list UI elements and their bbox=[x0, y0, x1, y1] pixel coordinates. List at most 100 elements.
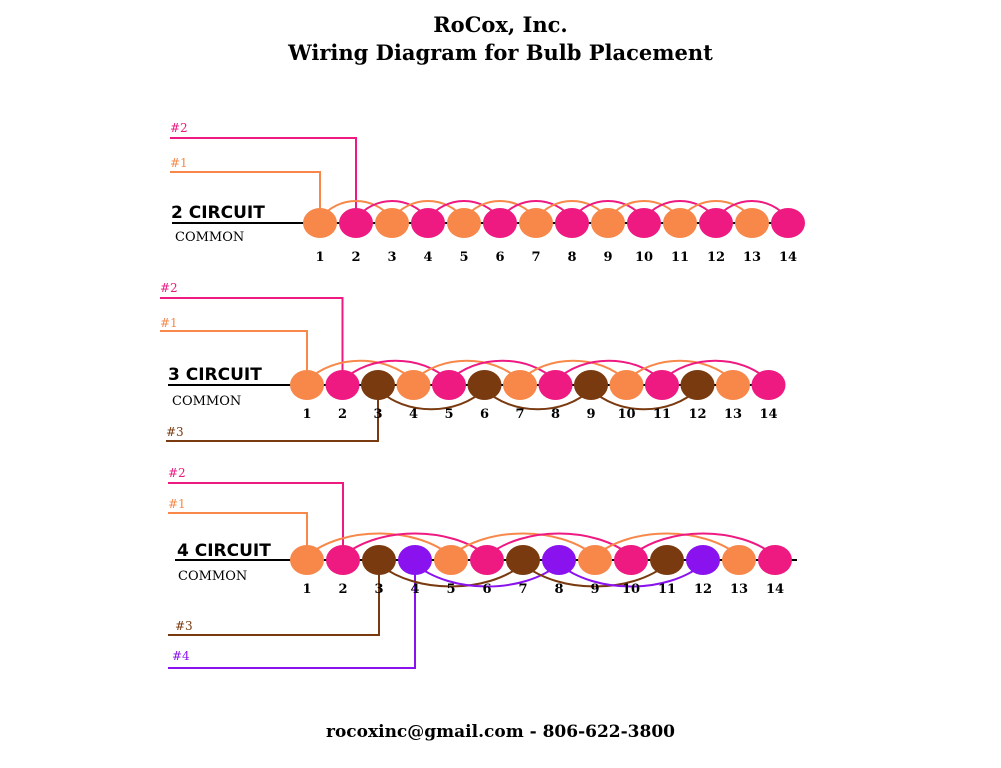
bulb-number-10: 10 bbox=[635, 250, 653, 265]
bulb-number-12: 12 bbox=[707, 250, 725, 265]
wire-arc-circuit-1 bbox=[306, 532, 452, 557]
wire-feed-1 bbox=[160, 330, 308, 385]
bulb-number-11: 11 bbox=[658, 582, 676, 597]
bulb-9 bbox=[591, 208, 625, 238]
bulb-number-9: 9 bbox=[603, 250, 612, 265]
common-label: COMMON bbox=[172, 394, 241, 409]
bulb-14 bbox=[758, 545, 792, 575]
bulb-number-7: 7 bbox=[518, 582, 527, 597]
circuit-label: 3 CIRCUIT bbox=[168, 365, 262, 385]
bulb-8 bbox=[538, 370, 573, 400]
wire-arc-circuit-3 bbox=[378, 563, 524, 588]
wire-feed-1 bbox=[170, 171, 321, 223]
bulb-3 bbox=[361, 370, 395, 400]
bulb-number-2: 2 bbox=[351, 250, 360, 265]
bulb-13 bbox=[716, 370, 750, 400]
wire-label-3: #3 bbox=[166, 425, 184, 439]
bulb-number-7: 7 bbox=[515, 407, 524, 422]
bulb-13 bbox=[735, 208, 769, 238]
bulb-number-14: 14 bbox=[759, 407, 777, 422]
wire-feed-2 bbox=[160, 297, 344, 385]
bulb-number-12: 12 bbox=[688, 407, 706, 422]
wire-arc-circuit-2 bbox=[342, 532, 488, 557]
wire-arc-circuit-2 bbox=[661, 359, 770, 382]
bulb-4 bbox=[396, 370, 431, 400]
bulb-4 bbox=[398, 545, 432, 575]
wire-label-3: #3 bbox=[175, 619, 193, 633]
bulb-6 bbox=[467, 370, 502, 400]
bulb-number-1: 1 bbox=[302, 407, 311, 422]
bulb-5 bbox=[447, 208, 481, 238]
bulb-5 bbox=[432, 370, 466, 400]
bulb-number-5: 5 bbox=[459, 250, 468, 265]
wire-label-2: #2 bbox=[170, 121, 188, 135]
wire-arc-circuit-3 bbox=[483, 388, 592, 411]
wire-label-1: #1 bbox=[168, 497, 186, 511]
wire-arc-circuit-1 bbox=[450, 532, 596, 557]
wire-arc-circuit-1 bbox=[519, 359, 628, 382]
bulb-number-8: 8 bbox=[554, 582, 563, 597]
bulb-8 bbox=[542, 545, 576, 575]
bulb-6 bbox=[470, 545, 504, 575]
bulb-14 bbox=[751, 370, 786, 400]
wire-arc-circuit-4 bbox=[558, 563, 704, 588]
wire-arc-circuit-3 bbox=[590, 388, 699, 411]
wire-feed-1 bbox=[168, 512, 308, 560]
bulb-number-10: 10 bbox=[622, 582, 640, 597]
bulb-number-5: 5 bbox=[444, 407, 453, 422]
wire-arc-circuit-1 bbox=[306, 359, 415, 382]
bulb-number-9: 9 bbox=[586, 407, 595, 422]
bulb-8 bbox=[555, 208, 589, 238]
bulb-10 bbox=[614, 545, 648, 575]
contact-phone: 806-622-3800 bbox=[542, 722, 675, 742]
bulb-14 bbox=[771, 208, 805, 238]
wire-arc-circuit-2 bbox=[448, 359, 557, 382]
bulb-9 bbox=[574, 370, 608, 400]
bulb-number-6: 6 bbox=[480, 407, 489, 422]
bulb-5 bbox=[434, 545, 468, 575]
bulb-number-2: 2 bbox=[338, 582, 347, 597]
common-label: COMMON bbox=[178, 569, 247, 584]
wire-arc-circuit-3 bbox=[377, 388, 486, 411]
wire-label-1: #1 bbox=[160, 316, 178, 330]
wire-feed-3 bbox=[166, 385, 379, 442]
wire-arc-circuit-2 bbox=[554, 359, 663, 382]
bulb-number-3: 3 bbox=[374, 582, 383, 597]
bulb-3 bbox=[362, 545, 396, 575]
bulb-12 bbox=[686, 545, 720, 575]
bulb-7 bbox=[519, 208, 553, 238]
bulb-number-4: 4 bbox=[410, 582, 419, 597]
bulb-number-11: 11 bbox=[653, 407, 671, 422]
bulb-number-13: 13 bbox=[730, 582, 748, 597]
bulb-9 bbox=[578, 545, 612, 575]
bulb-7 bbox=[503, 370, 537, 400]
bulb-11 bbox=[663, 208, 697, 238]
circuit-label: 4 CIRCUIT bbox=[177, 541, 271, 561]
wire-label-2: #2 bbox=[160, 281, 178, 295]
bulb-2 bbox=[325, 370, 360, 400]
bulb-number-1: 1 bbox=[315, 250, 324, 265]
bulb-number-6: 6 bbox=[495, 250, 504, 265]
company-name: RoCox, Inc. bbox=[433, 12, 568, 37]
bulb-number-8: 8 bbox=[567, 250, 576, 265]
common-label: COMMON bbox=[175, 230, 244, 245]
bulb-10 bbox=[627, 208, 661, 238]
wire-label-4: #4 bbox=[172, 649, 190, 663]
wire-arc-circuit-1 bbox=[625, 359, 734, 382]
bulb-number-5: 5 bbox=[446, 582, 455, 597]
bulb-number-11: 11 bbox=[671, 250, 689, 265]
wire-arc-circuit-2 bbox=[341, 359, 450, 382]
circuit-label: 2 CIRCUIT bbox=[171, 203, 265, 223]
bulb-7 bbox=[506, 545, 540, 575]
contact-email: rocoxinc@gmail.com bbox=[325, 722, 524, 742]
bulb-number-9: 9 bbox=[590, 582, 599, 597]
bulb-number-14: 14 bbox=[766, 582, 784, 597]
bulb-11 bbox=[645, 370, 679, 400]
bulb-number-13: 13 bbox=[743, 250, 761, 265]
bulb-2 bbox=[326, 545, 360, 575]
bulb-10 bbox=[609, 370, 644, 400]
bulb-number-7: 7 bbox=[531, 250, 540, 265]
